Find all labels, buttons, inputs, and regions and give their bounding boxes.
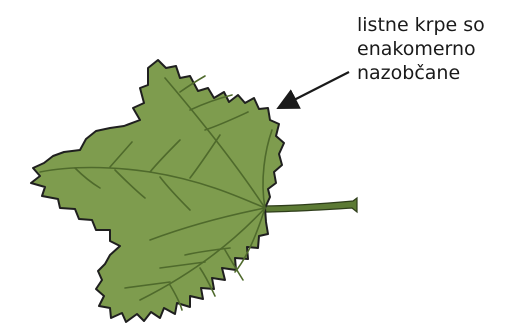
leaf-stem — [262, 198, 357, 212]
annotation-text: listne krpe so enakomerno nazobčane — [357, 13, 513, 85]
annotation-arrow — [292, 72, 349, 101]
annotation-line-2: enakomerno — [357, 37, 513, 61]
annotation-line-1: listne krpe so — [357, 13, 513, 37]
leaf-blade — [31, 60, 284, 322]
annotation-line-3: nazobčane — [357, 61, 513, 85]
